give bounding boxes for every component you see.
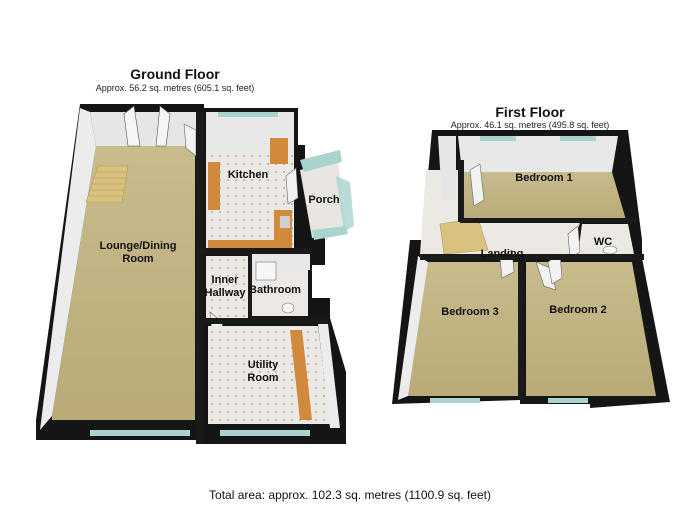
room-label-porch: Porch — [308, 194, 340, 206]
kitchen-sink — [280, 216, 290, 228]
landing-cupboard — [438, 136, 456, 200]
bedroom-1-door — [469, 163, 485, 207]
bedroom-2-window — [548, 398, 588, 403]
utility-window — [220, 430, 310, 436]
landing-bedroom1-wall — [458, 160, 464, 222]
room-label-lounge-line1: Lounge/Dining — [99, 240, 177, 252]
bedroom-1-window-right — [560, 136, 596, 141]
lounge-french-door-left — [123, 105, 141, 147]
bedroom1-bottom-wall — [460, 218, 636, 223]
room-label-utility-line1: Utility — [247, 359, 279, 371]
bedroom-3-floor — [406, 262, 520, 396]
room-label-lounge: Lounge/Dining Room — [76, 240, 200, 266]
kitchen-counter-bottom — [208, 240, 292, 248]
kitchen-bottom-wall — [204, 248, 312, 254]
lounge-french-door-right — [155, 105, 171, 147]
room-label-landing: Landing — [480, 248, 524, 260]
lounge-dining-floor — [52, 146, 195, 420]
hallway-bath-wall — [248, 252, 252, 322]
utility-counter — [290, 330, 312, 420]
ground-floor-plan — [36, 104, 354, 444]
bathroom-toilet — [281, 302, 295, 314]
total-area: Total area: approx. 102.3 sq. metres (11… — [209, 488, 491, 502]
ground-floor-area: Approx. 56.2 sq. metres (605.1 sq. feet) — [95, 83, 255, 93]
utility-top-wall — [204, 318, 328, 324]
lounge-left-wall — [40, 108, 96, 430]
room-label-inner-line2: Hallway — [204, 287, 246, 299]
room-label-inner-hallway: Inner Hallway — [200, 274, 250, 300]
wc-door — [567, 225, 581, 259]
room-label-utility-line2: Room — [247, 372, 279, 384]
room-label-bedroom-1: Bedroom 1 — [515, 172, 573, 184]
room-label-inner-line1: Inner — [211, 274, 239, 286]
room-label-bedroom-3: Bedroom 3 — [441, 306, 499, 318]
room-label-utility: Utility Room — [232, 359, 294, 385]
bedroom-2-door — [535, 261, 557, 291]
room-label-bedroom-2: Bedroom 2 — [549, 304, 607, 316]
inner-hallway-floor — [206, 256, 248, 320]
utility-right-wall — [318, 324, 340, 428]
room-label-lounge-line2: Room — [122, 253, 154, 265]
wc-floor — [578, 224, 634, 254]
bathroom-bath — [255, 261, 277, 281]
bedroom3-bedroom2-wall — [518, 256, 524, 400]
bedroom-3-window — [430, 398, 480, 403]
porch-glazing-side — [336, 176, 354, 232]
lounge-window — [90, 430, 190, 436]
kitchen-porch-door — [285, 167, 299, 205]
first-floor-area: Approx. 46.1 sq. metres (495.8 sq. feet) — [450, 120, 610, 130]
first-floor-title: First Floor — [495, 104, 565, 120]
porch-floor — [300, 160, 346, 238]
lounge-divider-wall — [196, 112, 204, 444]
kitchen-counter-left — [208, 162, 220, 210]
landing-bottom-wall — [420, 254, 644, 260]
bedroom-3-left-wall — [398, 256, 428, 400]
kitchen-counter-top — [270, 138, 288, 164]
lounge-back-wall — [90, 112, 200, 146]
bedroom-1-floor — [462, 172, 626, 220]
bedroom-1-window-left — [480, 136, 516, 141]
bedroom-2-floor — [526, 262, 656, 396]
porch-glazing — [300, 150, 342, 172]
kitchen-window — [218, 112, 278, 117]
porch-glazing-front — [312, 226, 348, 240]
room-label-kitchen: Kitchen — [227, 169, 269, 181]
room-label-wc: WC — [593, 236, 613, 248]
bedroom-1-back-wall — [458, 136, 618, 172]
room-label-bathroom: Bathroom — [249, 284, 301, 296]
first-floor-plan — [392, 130, 670, 408]
ground-floor-title: Ground Floor — [130, 66, 220, 82]
